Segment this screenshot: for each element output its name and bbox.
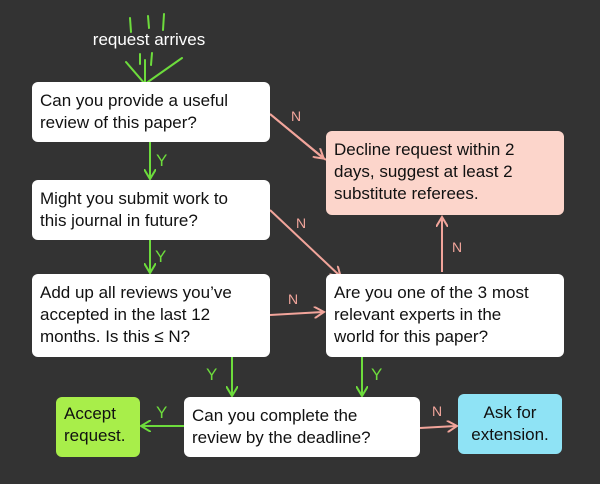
node-useful-review: Can you provide a useful review of this … bbox=[32, 82, 270, 142]
label-expert-no: N bbox=[452, 239, 462, 255]
label-reviews-yes: Y bbox=[206, 365, 217, 384]
arrow-deadline-no bbox=[419, 426, 456, 428]
label-useful-no: N bbox=[291, 108, 301, 124]
label-expert-yes: Y bbox=[371, 365, 382, 384]
node-submit-future: Might you submit work to this journal in… bbox=[32, 180, 270, 240]
node-reviews-count: Add up all reviews you’ve accepted in th… bbox=[32, 274, 270, 357]
arrow-submit-no bbox=[269, 209, 340, 276]
label-submit-yes: Y bbox=[155, 247, 166, 266]
node-accept-request: Accept request. bbox=[56, 397, 140, 457]
start-label: request arrives bbox=[92, 30, 206, 49]
node-relevant-expert: Are you one of the 3 most relevant exper… bbox=[326, 274, 564, 357]
label-reviews-no: N bbox=[288, 291, 298, 307]
label-submit-no: N bbox=[296, 215, 306, 231]
label-deadline-yes: Y bbox=[156, 403, 167, 422]
node-complete-deadline: Can you complete the review by the deadl… bbox=[184, 397, 420, 457]
arrow-reviews-no bbox=[269, 312, 323, 315]
node-ask-extension: Ask for extension. bbox=[458, 394, 562, 454]
label-useful-yes: Y bbox=[156, 151, 167, 170]
node-decline-request: Decline request within 2 days, suggest a… bbox=[326, 131, 564, 215]
label-deadline-no: N bbox=[432, 403, 442, 419]
